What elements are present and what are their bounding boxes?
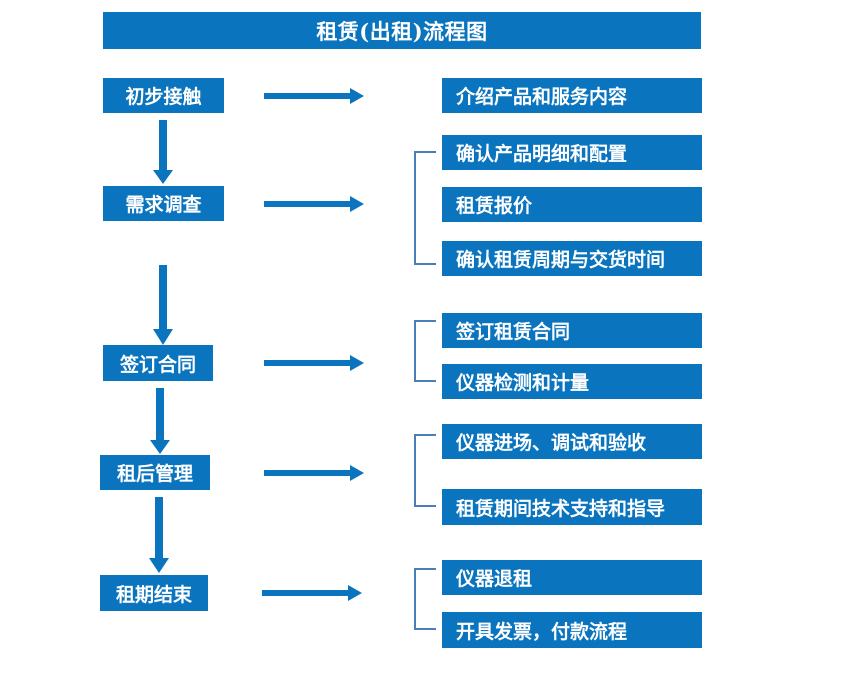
- detail-box-technical-support[interactable]: 租赁期间技术支持和指导: [442, 489, 702, 525]
- stage-label: 需求调查: [125, 194, 202, 216]
- detail-label: 确认租赁周期与交货时间: [456, 249, 666, 271]
- detail-box-instrument-return[interactable]: 仪器退租: [442, 560, 702, 595]
- arrow-down-icon: [149, 497, 169, 573]
- stage-label: 租期结束: [115, 583, 192, 606]
- detail-label: 签订租赁合同: [456, 321, 571, 343]
- arrow-down-icon: [153, 120, 173, 184]
- horizontal-arrow-1: [264, 85, 364, 107]
- stage-box-needs-survey[interactable]: 需求调查: [103, 186, 224, 221]
- arrow-right-icon: [264, 465, 364, 481]
- stage-box-post-rental-management[interactable]: 租后管理: [100, 455, 210, 490]
- detail-label: 确认产品明细和配置: [456, 143, 628, 165]
- stage-box-initial-contact[interactable]: 初步接触: [103, 78, 224, 113]
- arrow-right-icon: [264, 196, 364, 212]
- horizontal-arrow-5: [262, 582, 362, 604]
- detail-box-confirm-period-delivery[interactable]: 确认租赁周期与交货时间: [442, 241, 702, 276]
- diagram-title-banner: 租赁(出租)流程图: [103, 12, 701, 49]
- detail-box-confirm-spec[interactable]: 确认产品明细和配置: [442, 135, 702, 170]
- arrow-right-icon: [262, 585, 362, 601]
- arrow-down-icon: [150, 388, 170, 454]
- detail-box-introduce-products[interactable]: 介绍产品和服务内容: [442, 78, 702, 113]
- detail-label: 租赁报价: [456, 195, 533, 217]
- detail-box-invoice-payment[interactable]: 开具发票，付款流程: [442, 612, 702, 648]
- vertical-arrow-2: [152, 265, 174, 345]
- detail-box-sign-rental-contract[interactable]: 签订租赁合同: [442, 313, 702, 348]
- detail-label: 租赁期间技术支持和指导: [456, 497, 666, 520]
- arrow-right-icon: [264, 88, 364, 104]
- bracket-group-needs-survey: [414, 151, 436, 265]
- stage-label: 租后管理: [116, 463, 193, 485]
- bracket-group-rental-end: [414, 568, 436, 630]
- detail-box-instrument-entry-commissioning[interactable]: 仪器进场、调试和验收: [442, 424, 702, 459]
- stage-box-rental-end[interactable]: 租期结束: [100, 575, 208, 611]
- vertical-arrow-4: [148, 497, 170, 573]
- vertical-arrow-3: [149, 388, 171, 454]
- vertical-arrow-1: [152, 120, 174, 184]
- horizontal-arrow-2: [264, 193, 364, 215]
- arrow-right-icon: [264, 355, 364, 371]
- detail-label: 仪器进场、调试和验收: [456, 432, 647, 454]
- stage-label: 初步接触: [125, 86, 202, 108]
- stage-label: 签订合同: [119, 353, 196, 376]
- detail-label: 介绍产品和服务内容: [456, 86, 628, 108]
- bracket-group-sign-contract: [414, 320, 436, 382]
- arrow-down-icon: [153, 265, 173, 345]
- detail-label: 仪器检测和计量: [456, 372, 590, 394]
- horizontal-arrow-3: [264, 352, 364, 374]
- detail-label: 开具发票，付款流程: [456, 620, 628, 643]
- detail-box-instrument-inspection[interactable]: 仪器检测和计量: [442, 364, 702, 399]
- detail-label: 仪器退租: [456, 568, 533, 590]
- horizontal-arrow-4: [264, 462, 364, 484]
- page-title: 租赁(出租)流程图: [316, 18, 488, 44]
- detail-box-rental-quote[interactable]: 租赁报价: [442, 187, 702, 222]
- stage-box-sign-contract[interactable]: 签订合同: [103, 345, 213, 381]
- bracket-group-post-rental: [414, 434, 436, 507]
